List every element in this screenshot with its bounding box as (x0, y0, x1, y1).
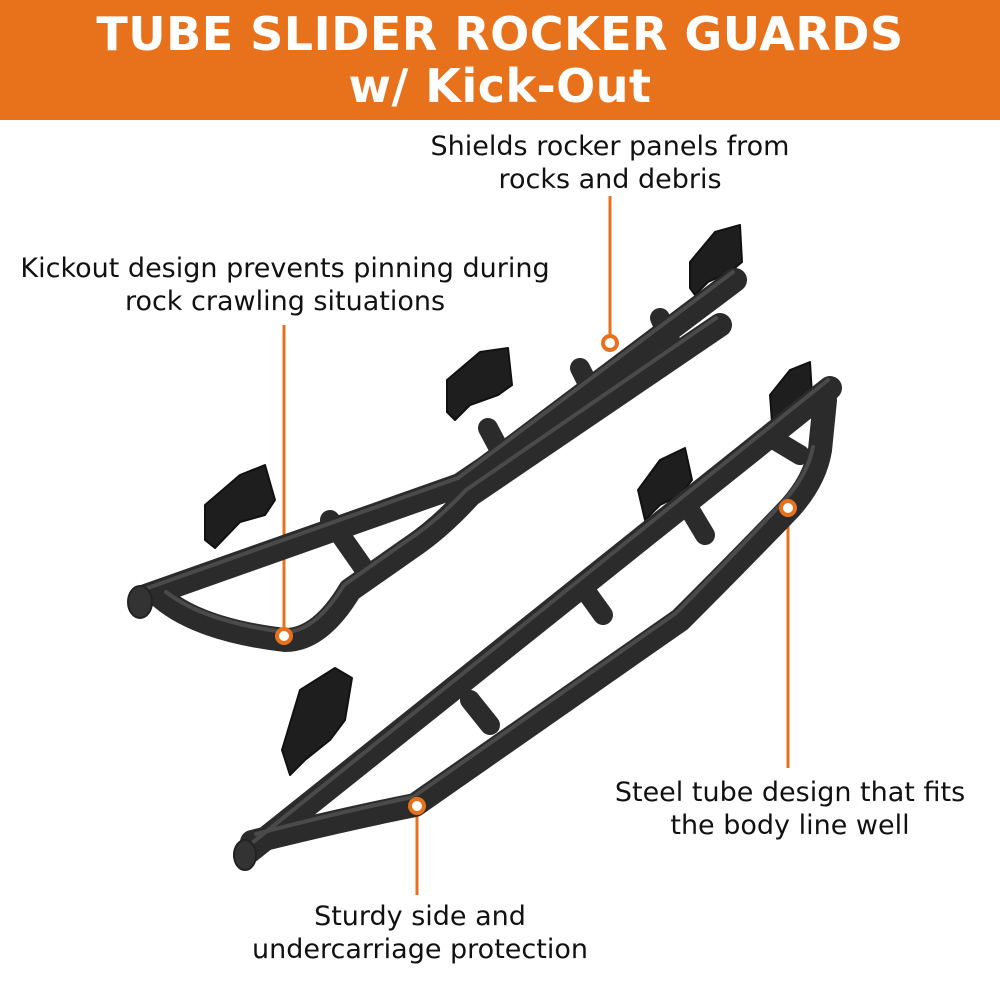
lower-rung-1 (460, 690, 500, 735)
upper-rail-end-cap (127, 585, 153, 619)
callout-shields: Shields rocker panels from rocks and deb… (410, 130, 810, 196)
callout-shields-line2: rocks and debris (498, 164, 722, 195)
callout-kickout: Kickout design prevents pinning during r… (5, 252, 565, 318)
callout-sturdy-line1: Sturdy side and (314, 901, 526, 932)
callout-dot-kickout (275, 627, 293, 645)
callout-dot-steel-tube (779, 499, 797, 517)
bracket-1 (204, 464, 276, 549)
upper-rung-1 (320, 510, 375, 580)
callout-dot-sturdy (408, 797, 426, 815)
callout-steel-tube-line1: Steel tube design that fits (614, 777, 966, 808)
callout-steel-tube: Steel tube design that fits the body lin… (600, 776, 980, 842)
callout-dot-shields (601, 334, 619, 352)
bracket-2 (446, 347, 513, 421)
upper-rail-highlights (140, 270, 735, 634)
callout-shields-line1: Shields rocker panels from (430, 131, 790, 162)
callout-leader-lines (282, 196, 790, 895)
callout-kickout-line1: Kickout design prevents pinning during (20, 253, 550, 284)
lower-rungs (460, 430, 810, 735)
callout-dots (275, 334, 797, 815)
lower-main-rail (233, 376, 842, 867)
lower-mount-brackets (281, 361, 813, 776)
lower-rocker-guard (233, 361, 842, 871)
callout-kickout-line2: rock crawling situations (124, 286, 446, 317)
title-line-1: TUBE SLIDER ROCKER GUARDS (96, 7, 904, 61)
lower-rail-end-cap (233, 839, 257, 871)
lower-rung-3 (680, 500, 715, 545)
upper-mount-brackets (204, 224, 743, 549)
upper-rocker-guard (127, 224, 747, 652)
lower-kickout-rail (240, 388, 837, 854)
callout-steel-tube-line2: the body line well (670, 810, 910, 841)
upper-kickout-rail (150, 313, 732, 652)
callout-sturdy: Sturdy side and undercarriage protection (230, 900, 610, 966)
lower-rung-2 (575, 580, 613, 625)
title-banner: TUBE SLIDER ROCKER GUARDS w/ Kick-Out (0, 0, 1000, 120)
bracket-5 (637, 447, 693, 521)
callout-sturdy-line2: undercarriage protection (252, 934, 588, 965)
lower-rung-4 (765, 430, 810, 465)
upper-rung-4 (650, 308, 682, 355)
upper-main-rail (128, 268, 747, 610)
bracket-4 (281, 667, 353, 776)
lower-rail-highlights (245, 378, 830, 849)
title-line-2: w/ Kick-Out (348, 59, 652, 113)
upper-rung-2 (478, 418, 515, 470)
